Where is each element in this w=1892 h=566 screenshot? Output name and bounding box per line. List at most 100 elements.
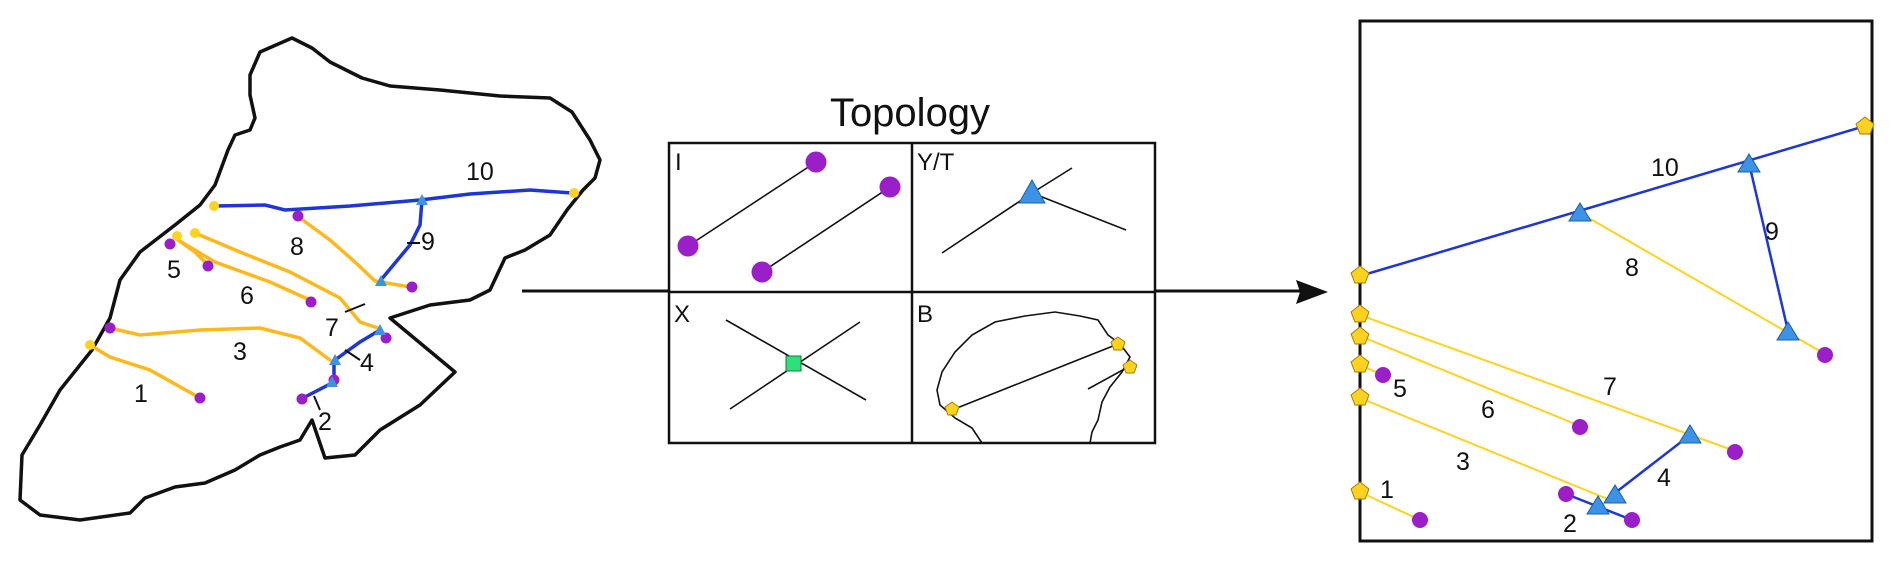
endpoint-icon [1624,512,1640,528]
confluence-icon [1018,178,1046,204]
boundary-node-icon [569,188,579,198]
boundary-node-icon [1350,265,1370,284]
reach-line-4 [1614,434,1691,494]
reach-label-9: 9 [421,228,435,256]
watershed-boundary [18,36,602,522]
reach-label-6: 6 [240,282,254,310]
boundary-node-icon [1122,359,1138,374]
watershed-map: 1 2 3 4 5 6 7 8 9 10 [18,36,602,522]
reach-line-6 [176,238,312,302]
endpoint-icon [677,235,699,257]
confluence-icon [375,275,387,286]
endpoint-icon [164,238,176,250]
reach-label-3: 3 [1456,448,1470,476]
reach-label-5: 5 [167,256,181,284]
quadrant-label-I: I [675,149,682,176]
reach-label-2: 2 [318,408,332,436]
endpoint-icon [1558,486,1574,502]
reach-line-4 [333,328,382,362]
topology-title: Topology [830,91,990,135]
reach-line-7 [193,231,380,330]
reach-line-1 [1359,491,1421,521]
endpoint-icon [1727,444,1743,460]
reach-label-5: 5 [1393,375,1407,403]
confluence-icon [326,376,338,387]
confluence-icon [1776,321,1800,341]
confluence-icon [1586,495,1610,515]
reach-label-9: 9 [1765,218,1779,246]
endpoint-icon [194,392,206,404]
reach-label-7: 7 [1603,373,1617,401]
endpoint-icon [104,322,116,334]
reach-label-3: 3 [233,338,247,366]
reach-line-3 [1359,397,1611,501]
network-frame [1358,19,1874,543]
leader-4 [344,349,361,361]
reach-line-7 [1359,314,1736,452]
leader-7 [344,303,366,313]
reach-label-7: 7 [325,314,339,342]
boundary-node-icon [172,231,182,241]
endpoint-icon [1412,512,1428,528]
endpoint-icon [202,260,214,272]
endpoint-icon [1375,367,1391,383]
topology-panel: Topology I Y/T X B [667,91,1157,445]
reach-line-3 [108,326,332,362]
endpoint-icon [292,210,304,222]
reach-label-1: 1 [134,380,148,408]
confluence-icon [416,194,428,205]
boundary-outline [936,311,1131,444]
reach-label-2: 2 [1563,510,1577,538]
reach-label-8: 8 [290,233,304,261]
boundary-node-icon [1350,387,1370,406]
reach-line-8 [298,216,412,289]
endpoint-icon [751,261,773,283]
reach-line-10 [213,188,574,212]
reach-line-6 [1359,335,1581,427]
boundary-node-icon [1350,326,1370,345]
boundary-node-icon [1350,354,1370,373]
boundary-node-icon [1110,336,1126,351]
endpoint-icon [380,332,392,344]
confluence-icon [1678,424,1702,444]
confluence-icon [1568,202,1592,222]
boundary-node-icon [1350,481,1370,500]
reach-line-1 [88,343,202,400]
quadrant-label-YT: Y/T [917,149,955,176]
endpoint-icon [1817,347,1833,363]
endpoint-icon [296,393,308,405]
endpoint-icon [305,296,317,308]
reach-label-10: 10 [1651,154,1679,182]
endpoint-icon [1572,419,1588,435]
boundary-node-icon [1855,116,1875,135]
boundary-node-icon [85,340,95,350]
boundary-node-icon [209,201,219,211]
boundary-node-icon [944,401,960,416]
network-panel: 1 2 3 4 5 6 7 8 9 10 [1350,19,1875,543]
boundary-node-icon [1350,304,1370,323]
reach-label-4: 4 [1657,464,1671,492]
reach-label-4: 4 [360,349,374,377]
confluence-icon [329,354,341,365]
quadrant-label-X: X [674,301,690,328]
confluence-icon [1603,484,1627,504]
reach-line-9 [1747,162,1790,332]
reach-label-10: 10 [466,158,494,186]
reach-label-6: 6 [1481,396,1495,424]
endpoint-icon [879,176,901,198]
reach-line-9 [378,198,424,283]
endpoint-icon [805,151,827,173]
confluence-icon [374,324,386,335]
boundary-node-icon [190,228,200,238]
reach-line-10 [1359,124,1866,278]
endpoint-icon [406,281,418,293]
leader-2 [313,395,321,411]
confluence-icon [1737,153,1761,173]
reach-label-8: 8 [1625,254,1639,282]
crossing-icon [785,355,802,372]
reach-label-1: 1 [1380,476,1394,504]
arrow-head-icon [1296,280,1328,304]
quadrant-label-B: B [917,301,933,328]
